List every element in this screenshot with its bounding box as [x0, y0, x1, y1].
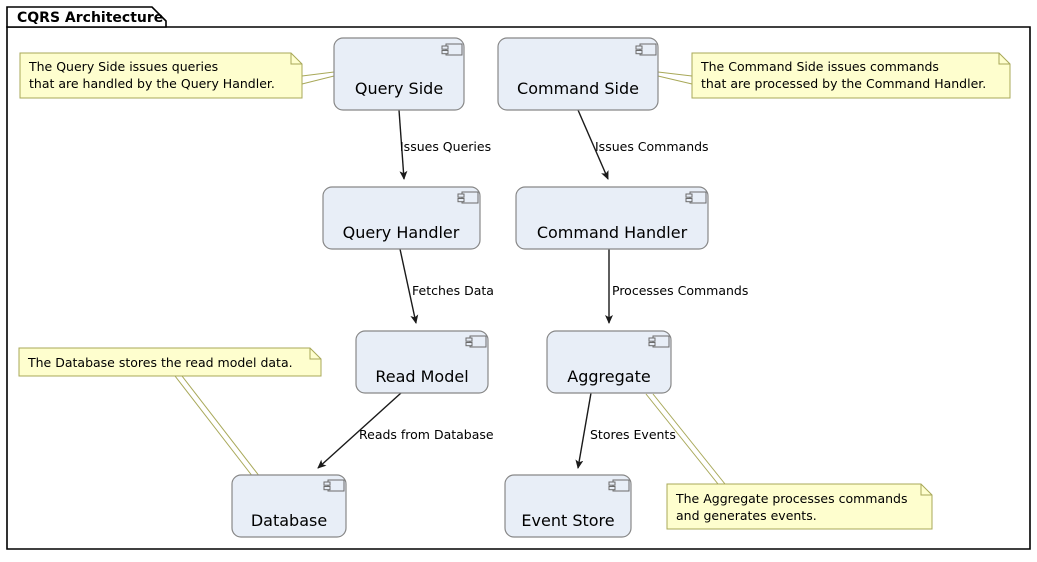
note-fold-corner [290, 53, 302, 65]
note-body[interactable] [691, 52, 1011, 99]
component-label: Query Side [355, 79, 443, 98]
component-box[interactable] [333, 37, 465, 111]
component-icon [648, 335, 670, 348]
edge-fetches-data: Fetches Data [399, 248, 494, 324]
note-body[interactable] [666, 483, 933, 530]
note-fold-corner [309, 348, 321, 360]
note-line: The Aggregate processes commands [675, 491, 907, 506]
edge-line [577, 109, 609, 180]
component-label: Event Store [521, 511, 614, 530]
component-label: Query Handler [343, 223, 460, 242]
component-box[interactable] [322, 186, 481, 250]
note-aggregate[interactable]: The Aggregate processes commands and gen… [666, 483, 933, 530]
component-box[interactable] [231, 474, 347, 538]
edge-reads-from-database: Reads from Database [317, 392, 494, 469]
component-command-handler[interactable]: Command Handler [515, 186, 709, 250]
edge-issues-queries: Issues Queries [398, 109, 491, 180]
note-line: The Database stores the read model data. [27, 355, 293, 370]
note-line: The Command Side issues commands [700, 59, 939, 74]
frame-title: CQRS Architecture [17, 10, 163, 26]
component-label: Read Model [375, 367, 468, 386]
edge-label-stores-events: Stores Events [590, 427, 676, 442]
component-icon [323, 479, 345, 492]
component-box[interactable] [504, 474, 632, 538]
edge-line [575, 392, 592, 469]
component-icon [685, 191, 707, 204]
note-link-query-side-b [301, 75, 335, 85]
note-fold-corner [998, 53, 1010, 65]
edge-stores-events: Stores Events [575, 392, 676, 469]
edge-processes-commands: Processes Commands [605, 249, 748, 324]
component-label: Database [251, 511, 327, 530]
component-box[interactable] [497, 37, 659, 111]
edge-label-issues-queries: Issues Queries [400, 139, 491, 154]
edge-label-processes-commands: Processes Commands [612, 283, 748, 298]
component-icon [465, 335, 487, 348]
note-link-database-a [174, 375, 254, 478]
note-fold-corner [920, 484, 932, 496]
edge-line [399, 248, 419, 324]
component-box[interactable] [355, 330, 489, 394]
component-read-model[interactable]: Read Model [355, 330, 489, 394]
note-link-command-side-a [657, 71, 693, 77]
edge-issues-commands: Issues Commands [577, 109, 709, 180]
note-link-database-b [181, 375, 261, 478]
note-line: and generates events. [676, 508, 817, 523]
component-icon [635, 43, 657, 56]
components: Query Side Command Side Query Hand [231, 37, 709, 538]
edge-line [398, 109, 408, 180]
notes: The Query Side issues queries that are h… [18, 52, 1011, 530]
component-icon [608, 479, 630, 492]
component-box[interactable] [515, 186, 709, 250]
component-event-store[interactable]: Event Store [504, 474, 632, 538]
edges: Issues Queries Issues Commands Fetches D… [317, 109, 748, 469]
component-label: Command Side [517, 79, 639, 98]
edge-line [317, 392, 402, 469]
component-icon [457, 191, 479, 204]
component-command-side[interactable]: Command Side [497, 37, 659, 111]
edge-label-issues-commands: Issues Commands [595, 139, 709, 154]
component-label: Aggregate [567, 367, 650, 386]
component-aggregate[interactable]: Aggregate [546, 330, 672, 394]
component-label: Command Handler [537, 223, 688, 242]
note-body[interactable] [18, 347, 322, 377]
component-query-side[interactable]: Query Side [333, 37, 465, 111]
note-links [174, 71, 726, 485]
component-database[interactable]: Database [231, 474, 347, 538]
note-link-command-side-b [657, 75, 693, 85]
note-query-side[interactable]: The Query Side issues queries that are h… [19, 52, 303, 99]
note-database[interactable]: The Database stores the read model data. [18, 347, 322, 377]
note-link-aggregate-b [652, 393, 726, 485]
note-line: The Query Side issues queries [28, 59, 218, 74]
component-icon [441, 43, 463, 56]
note-body[interactable] [19, 52, 303, 99]
component-box[interactable] [546, 330, 672, 394]
note-link-query-side-a [301, 71, 335, 77]
diagram-frame: CQRS Architecture [6, 6, 1031, 550]
note-link-aggregate-a [645, 393, 719, 485]
note-line: that are processed by the Command Handle… [701, 76, 986, 91]
edge-label-reads-from-database: Reads from Database [359, 427, 494, 442]
note-command-side[interactable]: The Command Side issues commands that ar… [691, 52, 1011, 99]
component-query-handler[interactable]: Query Handler [322, 186, 481, 250]
edge-label-fetches-data: Fetches Data [412, 283, 494, 298]
note-line: that are handled by the Query Handler. [29, 76, 275, 91]
